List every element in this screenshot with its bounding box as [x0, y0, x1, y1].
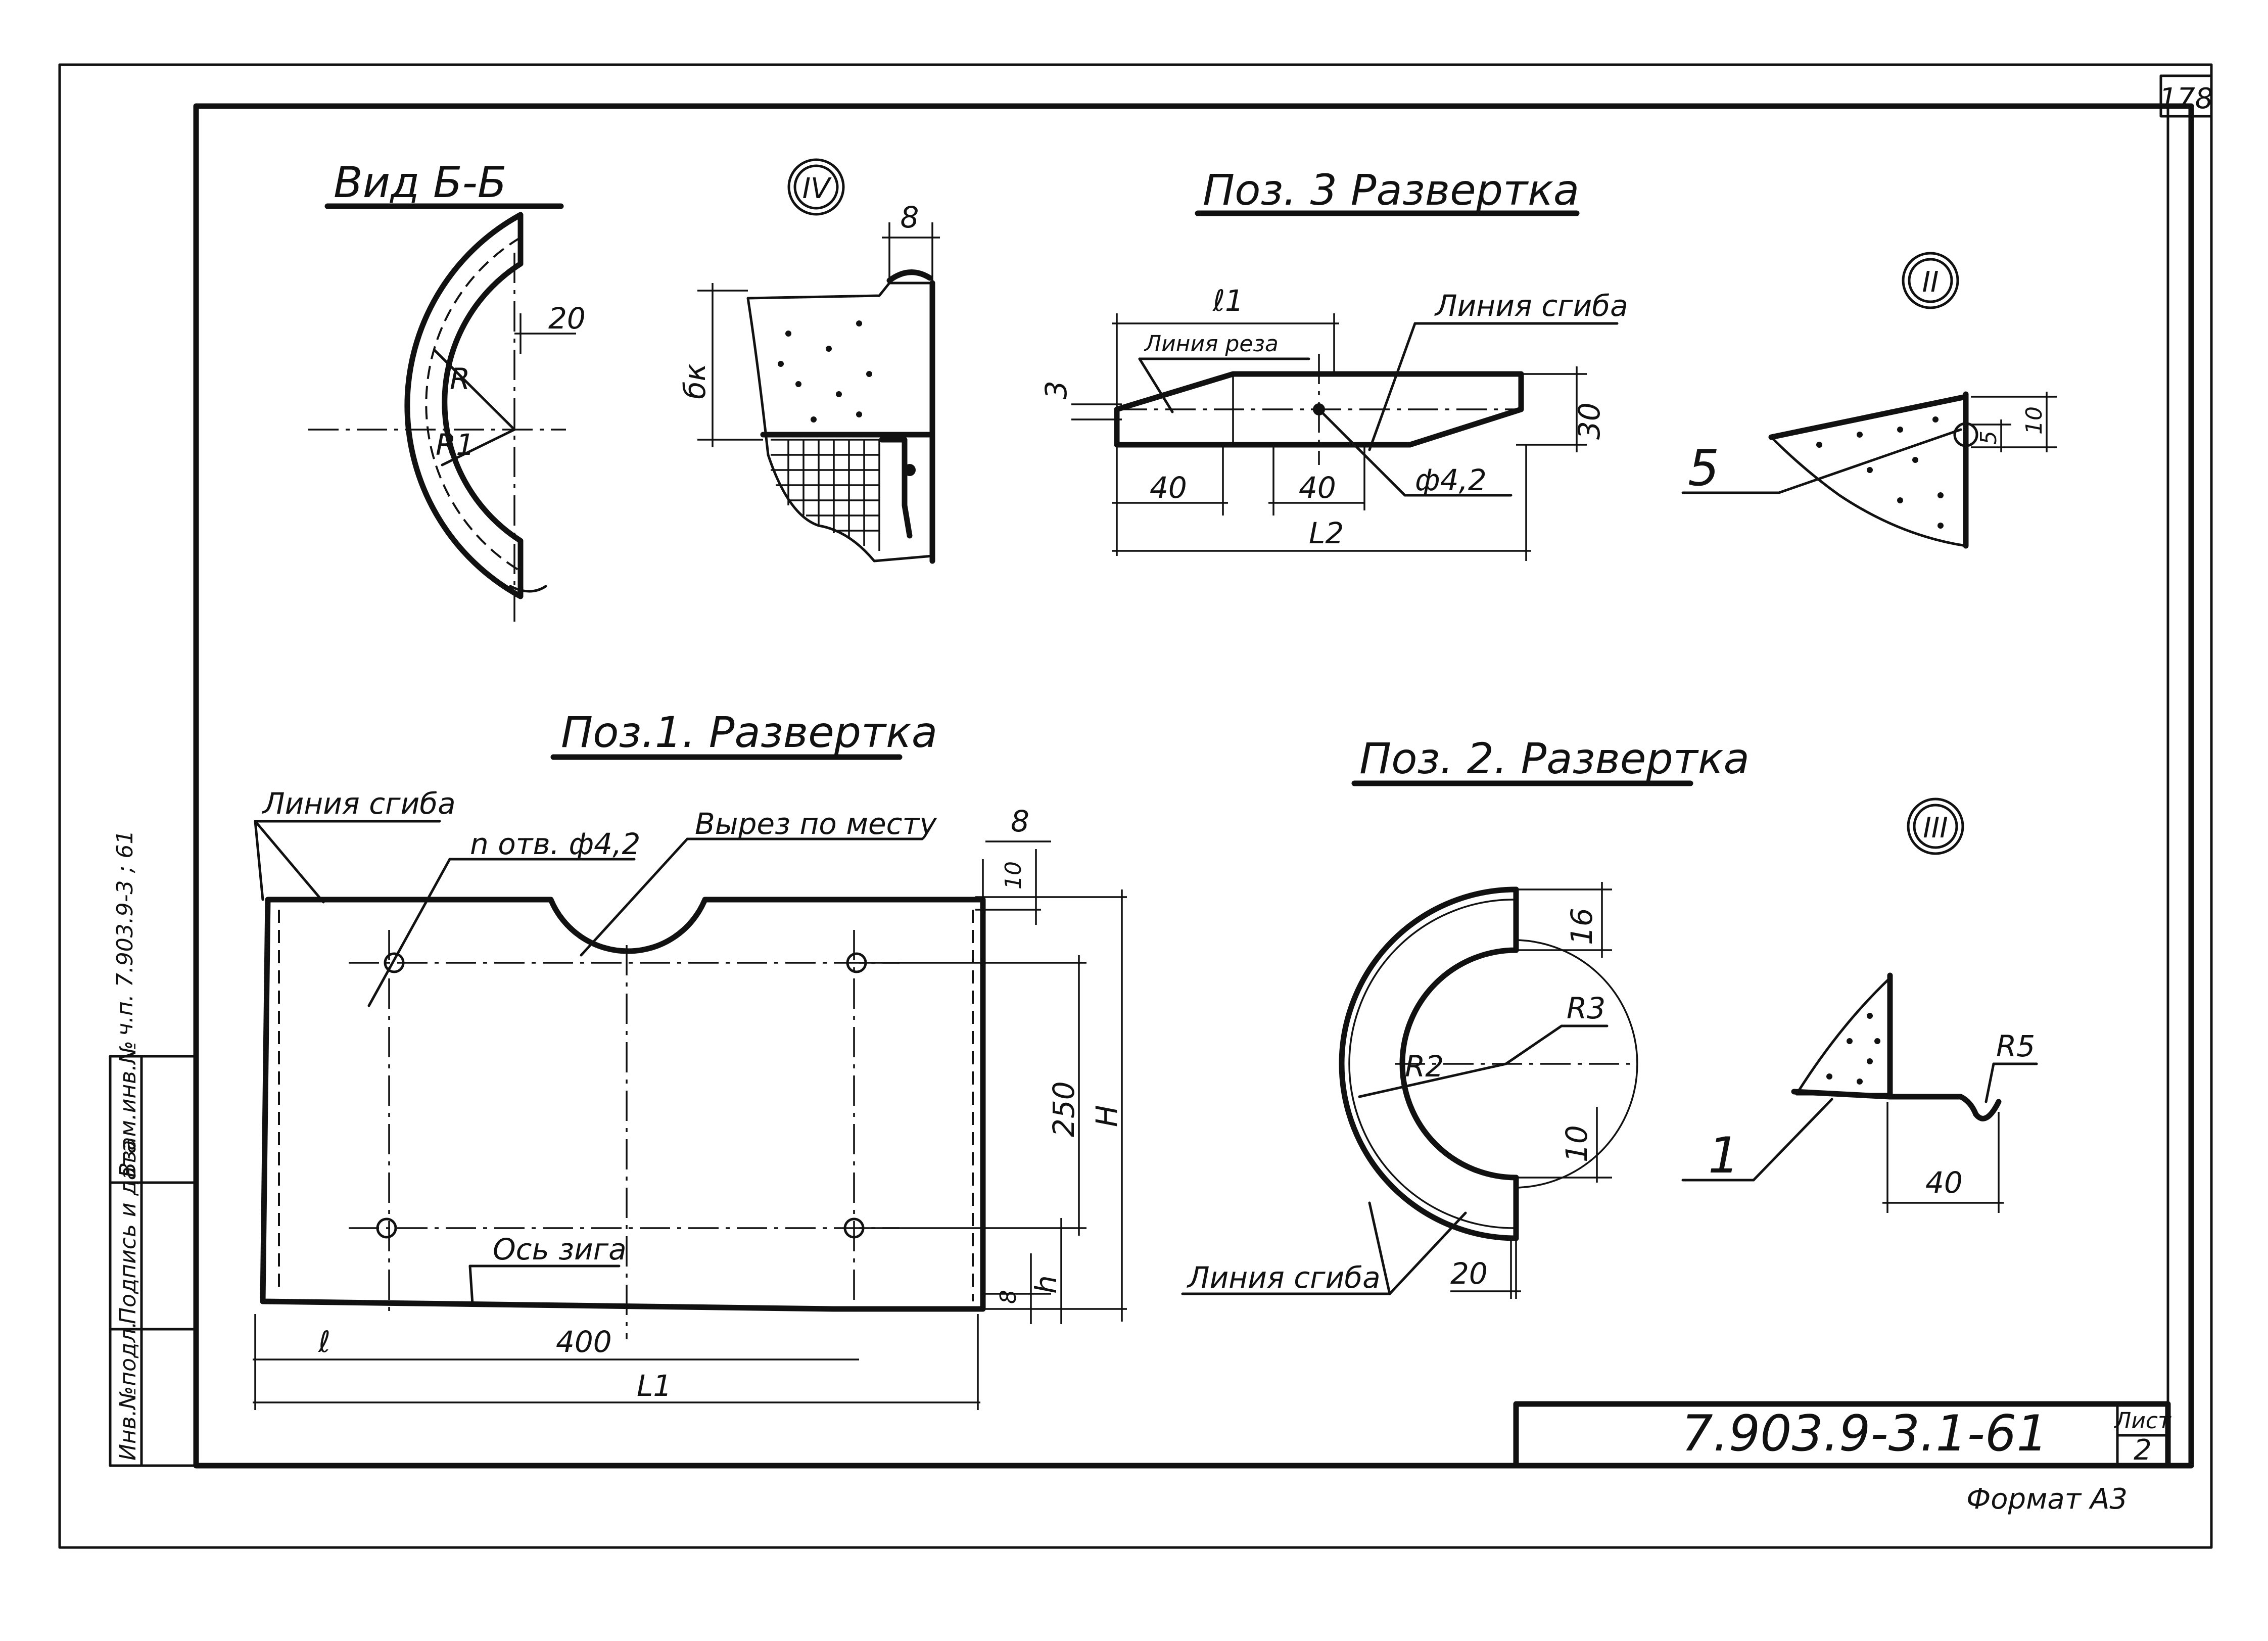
poz3: Поз. 3 Развертка ℓ1 Линия сгиба Линия ре… — [1039, 165, 1628, 561]
poz2-dim-20: 20 — [1450, 1256, 1488, 1291]
node-iii-fill-dots — [1826, 1013, 1880, 1085]
poz1-dim-h-upper: H — [1090, 1105, 1124, 1127]
view-bb-label-r1: R1 — [436, 428, 475, 462]
poz1-dim-l1: L1 — [637, 1369, 672, 1403]
poz1-axis-label: Ось зига — [493, 1232, 627, 1267]
node-iv-dim-bk: бк — [678, 363, 712, 399]
poz3-dim-40-mid: 40 — [1299, 471, 1336, 505]
poz3-hole: ф4,2 — [1415, 463, 1487, 497]
poz3-label-bend-line: Линия сгиба — [1434, 289, 1628, 323]
format-label: Формат А3 — [1966, 1483, 2128, 1516]
sheet-label: Лист — [2113, 1408, 2171, 1434]
view-bb-title: Вид Б-Б — [334, 158, 507, 207]
poz3-label-cut-line: Линия реза — [1144, 331, 1279, 357]
node-iii-dim-40: 40 — [1925, 1165, 1963, 1200]
node-ii: II 5 5 10 — [1681, 252, 2057, 549]
node-iv: IV 8 бк — [678, 158, 940, 564]
node-iv-dim-8: 8 — [901, 200, 919, 235]
poz1-dim-8-bottom: 8 — [996, 1290, 1021, 1304]
poz3-title: Поз. 3 Развертка — [1203, 165, 1579, 215]
poz3-label-l1: ℓ1 — [1212, 284, 1244, 318]
view-bb-dim-20: 20 — [548, 301, 586, 336]
poz1-dim-8-top: 8 — [1011, 804, 1029, 838]
left-stamp: Инв.№подл. Подпись и дата Взам.инв.№ ч.п… — [109, 830, 197, 1467]
poz1-dim-400: 400 — [556, 1325, 612, 1359]
page-number: 178 — [2159, 82, 2213, 115]
view-bb: Вид Б-Б 20 R R1 — [308, 158, 586, 622]
side-code: ч.п. 7.903.9-3 ; 61 — [112, 830, 138, 1036]
designation: 7.903.9-3.1-61 — [1681, 1405, 2048, 1463]
stamp-inv-no: Инв.№подл. — [115, 1321, 141, 1461]
sheet-frame: 178 — [58, 63, 2213, 1549]
poz1: Поз.1. Развертка Линия сгиба n отв. ф4,2… — [253, 708, 1127, 1410]
node-iii: III R5 1 40 — [1681, 798, 2038, 1213]
poz2-label-bend-line: Линия сгиба — [1187, 1260, 1381, 1295]
poz1-dim-l: ℓ — [318, 1325, 330, 1359]
node-ii-marker: II — [1922, 266, 1939, 299]
node-iii-label-r5: R5 — [1996, 1029, 2035, 1063]
node-ii-dim-5: 5 — [1976, 431, 2002, 445]
node-ii-leader: 5 — [1688, 440, 1719, 497]
poz3-dim-30: 30 — [1572, 402, 1606, 440]
sheet-number: 2 — [2134, 1434, 2152, 1467]
poz1-cutout: Вырез по месту — [695, 807, 937, 841]
poz3-dim-3: 3 — [1039, 381, 1073, 399]
poz3-label-l2: L2 — [1309, 516, 1344, 550]
node-iii-leader: 1 — [1708, 1127, 1739, 1185]
node-iv-fill-dots — [778, 320, 872, 423]
stamp-sign-date: Подпись и дата — [115, 1140, 141, 1324]
poz1-dim-250: 250 — [1047, 1081, 1081, 1137]
poz2-label-r2: R2 — [1405, 1049, 1444, 1084]
stamp-vzam-inv: Взам.инв.№ — [115, 1041, 141, 1178]
poz2-dim-16: 16 — [1565, 908, 1599, 945]
poz2-label-r3: R3 — [1567, 991, 1605, 1025]
node-iii-marker: III — [1923, 812, 1948, 845]
poz2-title: Поз. 2. Развертка — [1359, 734, 1750, 783]
poz1-dim-10: 10 — [1001, 861, 1026, 889]
node-ii-fill-dots — [1816, 416, 1944, 529]
title-block: 7.903.9-3.1-61 Лист 2 Формат А3 — [1513, 1401, 2171, 1516]
poz1-dim-h-lower: h — [1029, 1275, 1063, 1294]
poz1-holes: n отв. ф4,2 — [470, 827, 640, 861]
poz1-title: Поз.1. Развертка — [561, 708, 937, 757]
node-iv-marker: IV — [802, 172, 832, 205]
node-ii-dim-10: 10 — [2021, 406, 2047, 435]
node-iv-insulation-grid — [771, 440, 879, 546]
poz1-label-bend-line: Линия сгиба — [262, 786, 456, 821]
poz2: Поз. 2. Развертка R3 R2 16 10 Линия сгиб… — [1181, 734, 1750, 1299]
poz2-dim-10: 10 — [1560, 1125, 1594, 1162]
poz3-dim-40-left: 40 — [1150, 471, 1187, 505]
view-bb-label-r: R — [450, 362, 470, 396]
